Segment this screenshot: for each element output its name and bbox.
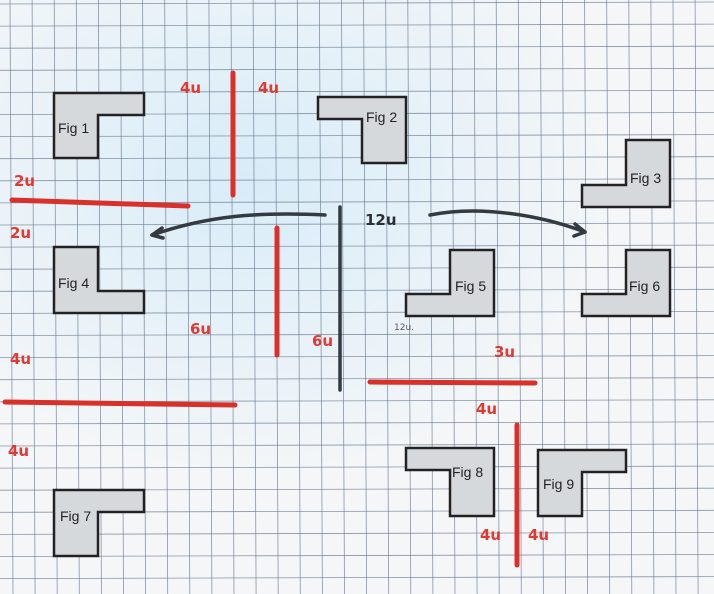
grid-line-vertical bbox=[31, 0, 36, 594]
figure-3: Fig 3 bbox=[580, 138, 672, 209]
grid-line-horizontal bbox=[0, 554, 714, 557]
red-line-horizontal-upper bbox=[9, 197, 191, 209]
figure-9: Fig 9 bbox=[536, 448, 628, 518]
figure-label: Fig 8 bbox=[452, 464, 483, 480]
label-4u: 4u bbox=[180, 79, 201, 97]
red-line-horizontal-lower bbox=[2, 399, 238, 408]
grid-line-vertical bbox=[517, 0, 522, 594]
label-4u: 4u bbox=[10, 350, 31, 368]
grid-line-horizontal bbox=[0, 333, 714, 336]
grid-line-horizontal bbox=[0, 576, 714, 579]
grid-line-horizontal bbox=[0, 443, 714, 447]
grid-line-vertical bbox=[9, 0, 14, 594]
grid-line-vertical bbox=[694, 0, 699, 594]
label-4u: 4u bbox=[476, 400, 497, 418]
figure-label: Fig 6 bbox=[629, 278, 660, 294]
label-2u: 2u bbox=[10, 224, 31, 242]
grid-line-vertical bbox=[672, 0, 677, 594]
arrow-left-head-icon bbox=[150, 226, 165, 240]
figure-label: Fig 2 bbox=[366, 109, 397, 125]
arrow-right bbox=[428, 209, 587, 234]
label-12u: 12u bbox=[365, 211, 397, 229]
grid-line-vertical bbox=[296, 0, 301, 594]
figure-8: Fig 8 bbox=[404, 446, 496, 518]
grid-line-horizontal bbox=[0, 67, 714, 71]
grid-line-horizontal bbox=[0, 45, 714, 49]
grid-line-horizontal bbox=[0, 266, 714, 270]
figure-4: Fig 4 bbox=[52, 245, 146, 315]
grid-line-vertical bbox=[186, 0, 191, 594]
grid-line-horizontal bbox=[0, 244, 714, 248]
label-3u: 3u bbox=[494, 343, 515, 361]
grid-line-vertical bbox=[495, 0, 500, 594]
grid-line-vertical bbox=[208, 0, 213, 594]
grid-line-horizontal bbox=[0, 377, 714, 381]
grid-line-horizontal bbox=[0, 222, 714, 226]
label-4u: 4u bbox=[258, 79, 279, 97]
red-line-horizontal-right bbox=[367, 379, 538, 386]
grid-line-horizontal bbox=[0, 178, 714, 182]
grid-line-horizontal bbox=[0, 156, 714, 160]
figure-1: Fig 1 bbox=[52, 91, 146, 160]
label-2u: 2u bbox=[14, 172, 35, 190]
label-12u-faint: 12u. bbox=[394, 323, 414, 333]
figure-label: Fig 4 bbox=[58, 275, 89, 291]
grid-line-horizontal bbox=[0, 532, 714, 535]
figure-5: Fig 5 bbox=[404, 248, 496, 318]
label-6u: 6u bbox=[312, 332, 333, 350]
arrow-left bbox=[150, 212, 327, 237]
figure-6: Fig 6 bbox=[580, 248, 672, 318]
label-6u: 6u bbox=[190, 320, 211, 338]
figure-2: Fig 2 bbox=[316, 95, 408, 165]
grid-line-vertical bbox=[164, 0, 169, 594]
grid-line-horizontal bbox=[0, 1, 714, 5]
label-4u: 4u bbox=[480, 526, 501, 544]
grid-line-horizontal bbox=[0, 421, 714, 425]
figure-label: Fig 5 bbox=[455, 278, 486, 294]
arrow-right-head-icon bbox=[572, 222, 587, 238]
label-4u: 4u bbox=[8, 442, 29, 460]
grid-line-horizontal bbox=[0, 355, 714, 359]
figure-label: Fig 3 bbox=[630, 170, 661, 186]
grid-line-vertical bbox=[252, 0, 257, 594]
label-4u: 4u bbox=[528, 526, 549, 544]
grid-line-horizontal bbox=[0, 23, 714, 27]
figure-label: Fig 9 bbox=[543, 476, 574, 492]
figure-label: Fig 1 bbox=[58, 120, 89, 136]
grid-line-horizontal bbox=[0, 134, 714, 138]
figure-label: Fig 7 bbox=[60, 508, 91, 524]
figure-7: Fig 7 bbox=[52, 488, 146, 558]
